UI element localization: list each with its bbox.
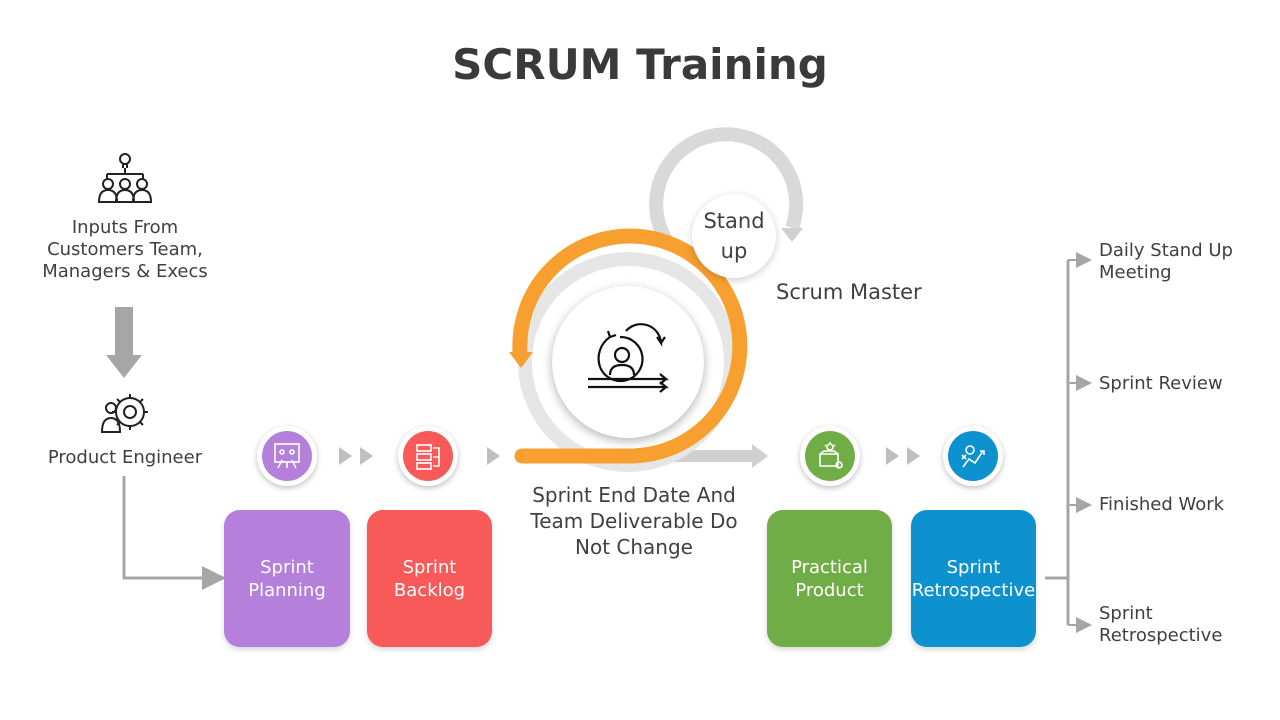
sprint-backlog-label: Sprint Backlog (393, 556, 466, 601)
product-box-icon (805, 431, 855, 481)
sprint-planning-box: Sprint Planning (224, 510, 350, 647)
engineer-connector (122, 476, 226, 590)
outcome-sprint-retrospective: Sprint Retrospective (1099, 603, 1223, 646)
team-icon (97, 153, 153, 203)
sprint-planning-label: Sprint Planning (248, 556, 326, 601)
practical-product-box: Practical Product (767, 510, 892, 647)
page-title: SCRUM Training (452, 40, 828, 89)
engineer-gear-icon (100, 394, 148, 433)
standup-circle: Stand up (692, 194, 776, 278)
backlog-badge (398, 426, 458, 486)
chevron-arrows (339, 447, 920, 465)
outcome-daily-standup: Daily Stand Up Meeting (1099, 240, 1233, 283)
planning-board-icon (262, 431, 312, 481)
scrum-cycle-icon (588, 323, 670, 393)
planning-badge (257, 426, 317, 486)
retrospective-play-icon (948, 431, 998, 481)
standup-label: Stand up (703, 209, 765, 263)
inputs-label: Inputs From Customers Team, Managers & E… (42, 217, 208, 282)
center-caption: Sprint End Date And Team Deliverable Do … (530, 483, 738, 559)
outcome-finished-work: Finished Work (1099, 494, 1225, 515)
practical-product-label: Practical Product (791, 556, 868, 601)
sprint-retrospective-label: Sprint Retrospective (911, 556, 1036, 601)
outcome-sprint-review: Sprint Review (1099, 373, 1223, 394)
standup-arc (649, 127, 804, 244)
down-arrow-icon (106, 307, 142, 378)
scrum-center-circle (552, 286, 704, 438)
sprint-backlog-box: Sprint Backlog (367, 510, 492, 647)
scrum-master-label: Scrum Master (776, 280, 922, 304)
sprint-retrospective-box: Sprint Retrospective (911, 510, 1036, 647)
backlog-list-icon (403, 431, 453, 481)
product-badge (800, 426, 860, 486)
retrospective-badge (943, 426, 1003, 486)
product-engineer-label: Product Engineer (47, 447, 203, 468)
